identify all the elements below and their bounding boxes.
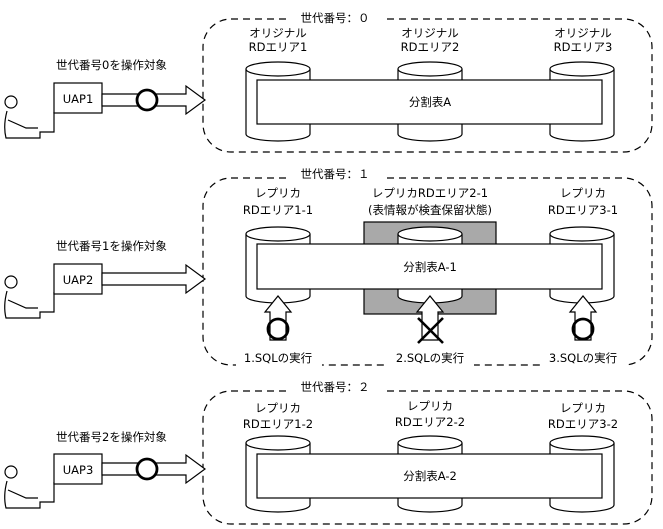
partitioned-table-label: 分割表A-1: [403, 260, 457, 274]
generation-0-label: 世代番号：０: [301, 11, 370, 25]
generation-2-group: 世代番号：２ レプリカ RDエリア1-2 レプリカ RDエリア2-2 レプリカ …: [202, 379, 653, 525]
area-label-1-0-line1: レプリカ: [255, 186, 301, 200]
generation-0-frame: [202, 18, 653, 153]
uap-box: [53, 263, 103, 295]
access-arrow: [101, 263, 207, 295]
sql-label-2: 2.SQLの実行: [396, 351, 464, 365]
area-label-0-2-line1: オリジナル: [554, 26, 612, 40]
area-label-0-1-line2: RDエリア2: [401, 40, 460, 54]
user-icon: [4, 465, 55, 509]
uap-label-2: UAP3: [63, 463, 94, 477]
user-icon: [4, 95, 55, 139]
generation-1-label: 世代番号：１: [301, 167, 370, 181]
generation-1-group: 世代番号：１ レプリカ RDエリア1-1 レプリカRDエリア2-1 (表情報が検…: [202, 166, 653, 366]
generation-2-label: 世代番号：２: [301, 380, 370, 394]
area-label-1-2-line2: RDエリア3-1: [548, 203, 618, 217]
area-label-2-2-line1: レプリカ: [560, 401, 606, 415]
ok-circle-icon: [571, 317, 595, 341]
generation-0-group: 世代番号：０ オリジナル RDエリア1 オリジナル RDエリア2 オリジナル R…: [202, 10, 653, 153]
generation-2-frame: [202, 390, 653, 525]
area-label-0-0-line1: オリジナル: [249, 26, 307, 40]
ok-circle-icon: [135, 88, 159, 112]
area-label-0-1-line1: オリジナル: [401, 26, 459, 40]
partitioned-table-box: [256, 79, 603, 125]
uap-label-1: UAP2: [63, 273, 94, 287]
area-label-2-0-line2: RDエリア1-2: [243, 417, 313, 431]
area-label-0-2-line2: RDエリア3: [554, 40, 613, 54]
uap-group-0: 世代番号0を操作対象 UAP1: [4, 58, 207, 139]
ok-circle-icon: [266, 317, 290, 341]
partitioned-table-label: 分割表A-2: [403, 469, 457, 483]
partitioned-table-box: [256, 453, 603, 499]
uap-box: [53, 453, 103, 485]
area-label-2-1-line1: レプリカ: [407, 399, 453, 413]
uap-box: [53, 82, 103, 114]
target-caption-2: 世代番号2を操作対象: [56, 430, 167, 444]
area-label-2-2-line2: RDエリア3-2: [548, 417, 618, 431]
target-caption-1: 世代番号1を操作対象: [56, 239, 167, 253]
ng-cross-icon: [417, 317, 444, 344]
ok-circle-icon: [135, 457, 159, 481]
partitioned-table-box: [256, 243, 603, 290]
uap-group-1: 世代番号1を操作対象 UAP2: [4, 239, 207, 319]
area-label-1-0-line2: RDエリア1-1: [243, 203, 313, 217]
partitioned-table-label: 分割表A: [409, 95, 451, 109]
area-label-1-1-line2: (表情報が検査保留状態): [368, 203, 492, 217]
area-label-2-0-line1: レプリカ: [255, 401, 301, 415]
user-icon: [4, 275, 55, 319]
uap-label-0: UAP1: [63, 92, 94, 106]
area-label-2-1-line2: RDエリア2-2: [395, 415, 465, 429]
sql-up-arrow: [415, 295, 445, 341]
sql-label-3: 3.SQLの実行: [549, 351, 617, 365]
area-label-1-2-line1: レプリカ: [560, 186, 606, 200]
area-label-0-0-line2: RDエリア1: [249, 40, 308, 54]
target-caption-0: 世代番号0を操作対象: [56, 58, 167, 72]
sql-label-1: 1.SQLの実行: [244, 351, 312, 365]
area-label-1-1-line1: レプリカRDエリア2-1: [372, 186, 488, 200]
uap-group-2: 世代番号2を操作対象 UAP3: [4, 430, 207, 509]
